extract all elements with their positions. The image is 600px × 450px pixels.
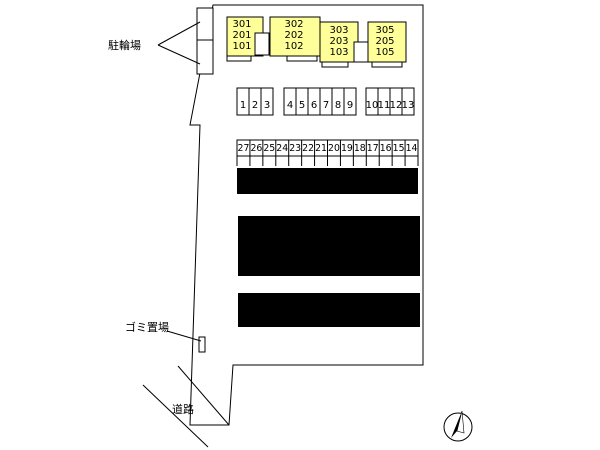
stair-notch — [254, 32, 270, 56]
room-number: 205 — [375, 36, 394, 47]
balcony-strip — [371, 61, 403, 68]
parking-slot-number: 25 — [263, 143, 275, 154]
road-edge — [177, 365, 230, 426]
bicycle-parking-area — [196, 7, 214, 75]
parking-slot-number: 3 — [264, 100, 270, 111]
parking-slot-number: 18 — [354, 143, 366, 154]
parking-slot-number: 16 — [380, 143, 392, 154]
parking-slot-number: 13 — [402, 100, 415, 111]
parking-lot-block-3 — [238, 293, 420, 327]
road-edge — [142, 384, 209, 448]
north-arrow-icon — [443, 410, 473, 442]
parking-slot-number: 2 — [252, 100, 258, 111]
parking-slot-number: 12 — [390, 100, 403, 111]
callout-leader — [157, 21, 201, 46]
parking-slot-number: 6 — [311, 100, 317, 111]
room-number: 101 — [232, 41, 251, 52]
room-number: 102 — [284, 41, 303, 52]
parking-slot-number: 7 — [323, 100, 329, 111]
parking-slot-number: 11 — [378, 100, 391, 111]
parking-slot-number: 8 — [335, 100, 341, 111]
parking-slot-number: 10 — [366, 100, 379, 111]
parking-slot-number: 21 — [315, 143, 327, 154]
parking-slot-number: 5 — [299, 100, 305, 111]
room-number: 103 — [329, 47, 348, 58]
site-boundary — [189, 4, 424, 426]
parking-slot-number: 9 — [347, 100, 353, 111]
road-label: 道路 — [172, 402, 194, 416]
parking-slot-number: 24 — [276, 143, 288, 154]
parking-slot-number: 27 — [238, 143, 250, 154]
parking-slot-number: 20 — [328, 143, 340, 154]
parking-lot-block-1 — [237, 168, 418, 194]
balcony-strip — [321, 61, 349, 68]
room-number: 305 — [375, 25, 394, 36]
parking-slot-number: 19 — [341, 143, 353, 154]
parking-lot-block-2 — [238, 216, 420, 276]
parking-slot-number: 4 — [287, 100, 293, 111]
garbage-area-label: ゴミ置場 — [125, 320, 169, 334]
parking-slot-number: 22 — [302, 143, 314, 154]
callout-leader — [157, 44, 201, 65]
parking-slot-number: 1 — [240, 100, 246, 111]
room-number: 202 — [284, 30, 303, 41]
balcony-strip — [286, 55, 318, 62]
parking-group — [236, 87, 274, 116]
parking-slot-number: 23 — [289, 143, 301, 154]
callout-leader — [166, 330, 202, 342]
bicycle-parking-label: 駐輪場 — [108, 38, 141, 52]
parking-slot-number: 26 — [250, 143, 262, 154]
room-number: 105 — [375, 47, 394, 58]
parking-slot-number: 14 — [406, 143, 418, 154]
parking-slot-number: 17 — [367, 143, 379, 154]
room-number: 303 — [329, 25, 348, 36]
building-unit-3 — [319, 21, 359, 63]
room-number: 301 — [232, 19, 251, 30]
room-number: 201 — [232, 30, 251, 41]
parking-slot-number: 15 — [393, 143, 405, 154]
garbage-area-box — [198, 336, 206, 353]
room-number: 302 — [284, 19, 303, 30]
balcony-strip — [226, 55, 252, 62]
room-number: 203 — [329, 36, 348, 47]
stair-notch — [353, 41, 369, 63]
